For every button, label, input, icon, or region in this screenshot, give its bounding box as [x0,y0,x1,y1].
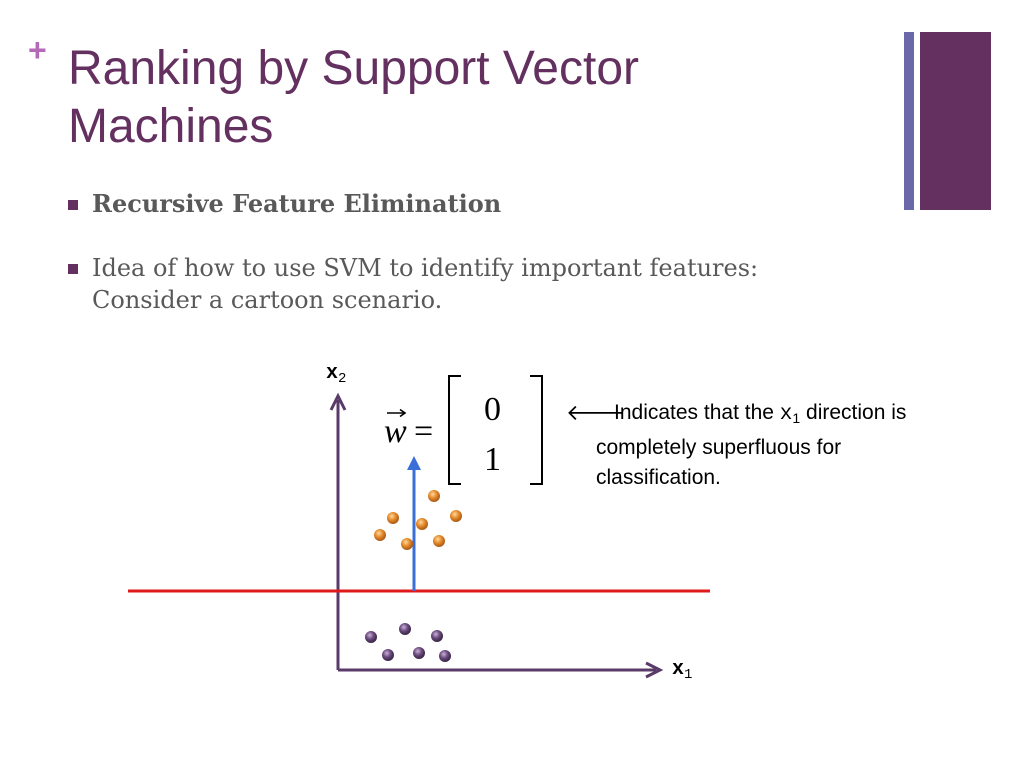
orange-point [416,518,428,530]
orange-point [433,535,445,547]
purple-point [382,649,394,661]
right-bracket [530,375,543,485]
purple-point [439,650,451,662]
purple-point [431,630,443,642]
vector-entry-top: 0 [484,391,501,428]
vector-arrow-icon [387,408,407,418]
orange-class-points [374,490,462,550]
w-symbol: w [384,413,407,450]
equals-sign: = [414,413,433,450]
orange-point [387,512,399,524]
bullet-marker [68,264,78,274]
left-bracket [448,375,461,485]
y-axis-arrowhead [329,392,347,411]
bullet-marker [68,200,78,210]
orange-point [428,490,440,502]
bullet-svm-idea: Idea of how to use SVM to identify impor… [92,254,759,314]
decor-bar-thin [904,32,914,210]
vector-entry-bottom: 1 [484,441,501,478]
decor-bar-thick [920,32,991,210]
orange-point [450,510,462,522]
w-equation: w = 0 1 [384,375,543,485]
left-arrow-icon: 🡐 [566,400,625,425]
note-line-2: completely superfluous for [596,436,842,459]
annotation-note: 🡐 Indicates that the x1 direction is com… [566,398,1016,493]
orange-point [374,529,386,541]
note-line-1: Indicates that the x1 direction is [614,401,907,426]
x-axis-arrowhead [645,661,664,679]
purple-point [365,631,377,643]
note-line-3: classification. [596,466,721,489]
normal-vector-arrowhead [407,456,421,470]
purple-point [413,647,425,659]
bullet-recursive-feature-elimination: Recursive Feature Elimination [92,189,502,218]
plus-icon: + [28,32,47,68]
purple-point [399,623,411,635]
orange-point [401,538,413,550]
purple-class-points [365,623,451,662]
x2-axis-label: x2 [326,362,347,387]
x1-axis-label: x1 [672,658,693,683]
slide-title: Ranking by Support Vector Machines [68,42,640,153]
